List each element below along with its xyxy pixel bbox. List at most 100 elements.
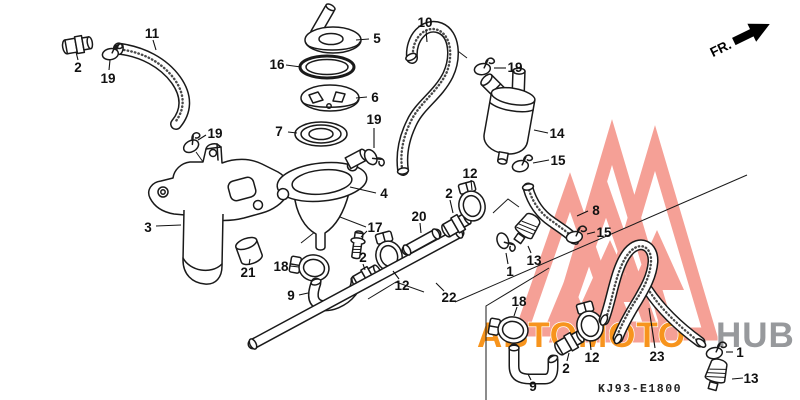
- part-bracket-3: [148, 143, 290, 285]
- callout-label-13: 13: [743, 371, 759, 386]
- callout-label-21: 21: [240, 265, 256, 280]
- callout-label-20: 20: [411, 209, 426, 224]
- callout-leader-line: [419, 222, 422, 234]
- part-tube-20: [401, 228, 442, 256]
- callout-label-8: 8: [592, 203, 600, 218]
- callout-label-15: 15: [596, 225, 612, 240]
- callout-leader-line: [648, 307, 656, 349]
- callout-label-2: 2: [359, 250, 367, 265]
- callout-labels: 2191119516671019141519432117189212202122…: [74, 15, 759, 394]
- callout-label-2: 2: [445, 186, 453, 201]
- part-grommet-7: [294, 121, 348, 147]
- callout-label-6: 6: [371, 90, 379, 105]
- callout-leader-line: [470, 179, 473, 191]
- callout-label-19: 19: [507, 60, 522, 75]
- callout-leader-line: [425, 29, 428, 43]
- callout-leader-line: [75, 51, 79, 61]
- callout-label-14: 14: [549, 126, 565, 141]
- part-clip-15-upper: [510, 153, 536, 174]
- callout-label-18: 18: [273, 259, 289, 274]
- watermark-text-secondary: HUB: [716, 316, 795, 355]
- callout-label-10: 10: [417, 15, 432, 30]
- callout-label-17: 17: [367, 220, 382, 235]
- callout-leader-line: [566, 352, 570, 362]
- part-oring-16: [298, 54, 356, 80]
- callout-leader-line: [155, 224, 182, 227]
- callout-label-15: 15: [550, 153, 566, 168]
- callout-leader-line: [586, 231, 596, 235]
- callout-label-12: 12: [394, 278, 409, 293]
- callout-label-1: 1: [736, 345, 744, 360]
- part-joint-13-right: [701, 356, 731, 393]
- callout-leader-line: [449, 199, 454, 214]
- callout-label-3: 3: [144, 220, 152, 235]
- callout-leader-line: [287, 131, 298, 134]
- callout-leader-line: [197, 134, 207, 141]
- callout-label-12: 12: [584, 350, 599, 365]
- part-plate-6: [300, 84, 360, 112]
- callout-leader-line: [527, 245, 532, 254]
- fr-arrow-icon: [732, 23, 770, 46]
- callout-leader-line: [513, 306, 518, 317]
- callout-label-19: 19: [100, 71, 115, 86]
- callout-leader-line: [285, 64, 302, 68]
- callout-leader-line: [589, 340, 592, 351]
- part-hose-23: [598, 239, 707, 348]
- callout-label-4: 4: [380, 186, 388, 201]
- callout-leader-line: [505, 252, 509, 265]
- callout-leader-line: [298, 292, 309, 296]
- callout-label-1: 1: [506, 264, 514, 279]
- callout-leader-line: [355, 96, 368, 99]
- callout-leader-line: [533, 129, 549, 134]
- callout-leader-line: [355, 38, 370, 41]
- part-clip-1-left: [494, 229, 517, 256]
- part-canister-14: [480, 67, 536, 165]
- callout-label-2: 2: [74, 60, 82, 75]
- section-divider-line: [454, 174, 748, 303]
- callout-leader-line: [527, 373, 532, 381]
- callout-leader-line: [108, 59, 111, 71]
- callout-leader-line: [532, 159, 550, 164]
- part-hose-11: [115, 42, 191, 130]
- connection-mark-2: [367, 281, 425, 300]
- callout-leader-line: [248, 258, 251, 266]
- callout-label-7: 7: [275, 124, 283, 139]
- callout-label-16: 16: [269, 57, 285, 72]
- callout-label-12: 12: [462, 166, 477, 181]
- part-cap-5: [304, 3, 362, 54]
- callout-leader-line: [392, 270, 400, 280]
- callout-label-23: 23: [649, 349, 665, 364]
- callout-label-2: 2: [562, 361, 570, 376]
- part-clip-19-bracket: [178, 130, 207, 156]
- callout-label-5: 5: [373, 31, 381, 46]
- connection-mark-3: [492, 198, 520, 214]
- fr-direction-marker: FR.: [708, 23, 770, 60]
- callout-label-19: 19: [366, 112, 381, 127]
- callout-leader-line: [152, 39, 157, 51]
- part-sleeve-21: [235, 236, 263, 266]
- callout-leader-line: [289, 265, 300, 268]
- part-clamp-18-left: [287, 250, 332, 285]
- subassembly-boundary: [485, 267, 550, 400]
- part-clip-19-canister: [472, 56, 498, 77]
- part-joint-2-topleft: [60, 33, 95, 57]
- callout-label-9: 9: [287, 288, 295, 303]
- part-clip-19-funnel: [361, 144, 387, 173]
- callout-leader-line: [576, 210, 589, 217]
- callout-label-18: 18: [511, 294, 527, 309]
- diagram-art: FR. KJ93-E1800: [60, 3, 770, 400]
- part-hose-10: [396, 20, 459, 176]
- callout-leader-line: [349, 186, 377, 194]
- diagram-code: KJ93-E1800: [598, 383, 682, 396]
- callout-leader-line: [360, 230, 368, 238]
- callout-label-13: 13: [526, 253, 542, 268]
- callout-label-19: 19: [207, 126, 222, 141]
- callout-label-11: 11: [145, 26, 160, 41]
- callout-leader-line: [362, 263, 366, 271]
- callout-label-9: 9: [529, 379, 537, 394]
- callout-leader-line: [731, 377, 744, 380]
- part-elbow-9-right: [508, 343, 559, 385]
- callout-label-22: 22: [441, 290, 456, 305]
